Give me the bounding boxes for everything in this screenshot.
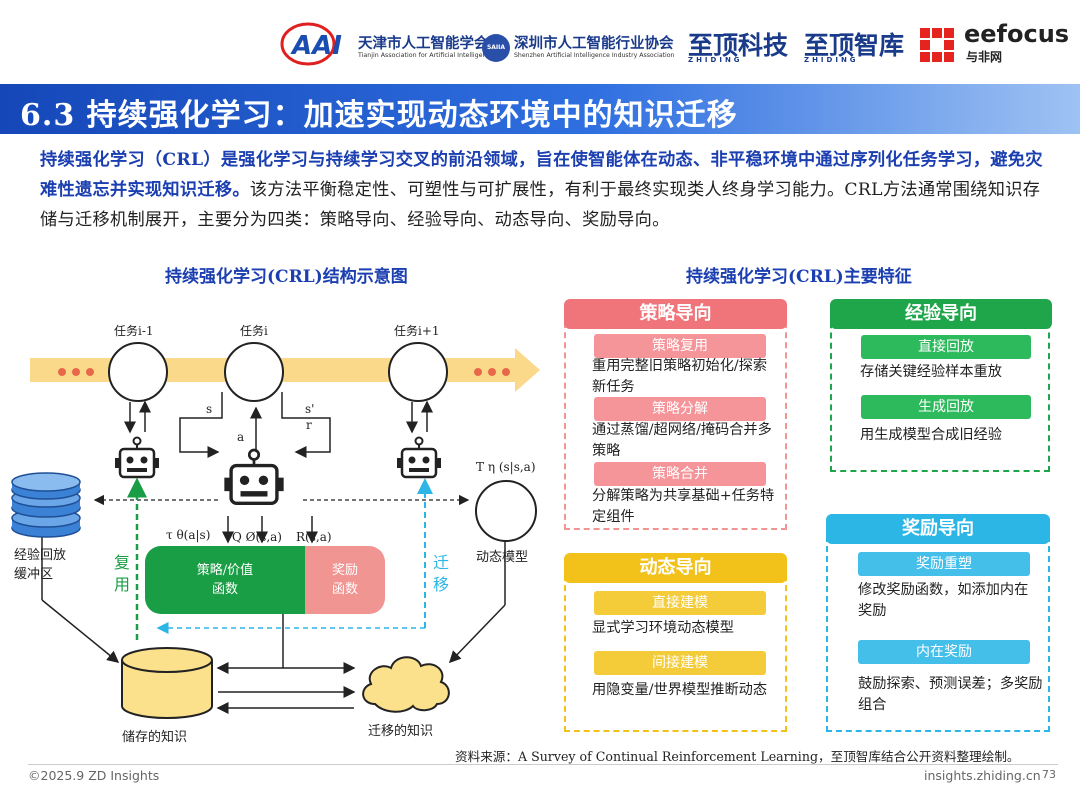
experience-tag-1: 直接回放: [861, 335, 1031, 359]
label-t-eta: T η (s|s,a): [476, 460, 536, 474]
reward-function: 奖励 函数: [305, 546, 385, 614]
intro-highlight: 持续强化学习（CRL）是强化学习与持续学习交叉的前沿领域，旨在使智能体在动态、非…: [40, 150, 1043, 200]
transfer-label: 迁 移: [433, 553, 450, 594]
footer-divider: [28, 764, 1058, 765]
reward-desc-1: 修改奖励函数，如添加内在奖励: [858, 582, 1029, 619]
stored-knowledge-icon: [118, 646, 216, 722]
svg-text:AAI: AAI: [290, 31, 342, 61]
policy-tag-2: 策略分解: [594, 397, 766, 421]
logo-zhiding-tech: 至顶科技: [688, 31, 789, 60]
policy-desc-2: 通过蒸馏/超网络/掩码合并多策略: [592, 422, 772, 459]
crl-diagram: 任务i-1 任务i 任务i+1 s s' r a 经验回放 缓冲区 T η (s…: [0, 290, 560, 745]
reward-tag-2: 内在奖励: [858, 640, 1030, 664]
reuse-label: 复 用: [114, 553, 131, 594]
policy-tag-3: 策略合并: [594, 462, 766, 486]
dynamics-desc-1: 显式学习环境动态模型: [592, 620, 734, 636]
task-next-label: 任务i+1: [394, 324, 440, 338]
policy-desc-1: 重用完整旧策略初始化/探索新任务: [592, 358, 768, 395]
title-bar: 6.3 持续强化学习：加速实现动态环境中的知识迁移: [0, 84, 1080, 134]
label-s: s: [206, 402, 213, 416]
intro-rest: 该方法平衡稳定性、可塑性与可扩展性，有利于最终实现类人终身学习能力。CRL方法通…: [40, 180, 1041, 230]
label-q: Q Ø(s,a): [232, 530, 282, 544]
intro-paragraph: 持续强化学习（CRL）是强化学习与持续学习交叉的前沿领域，旨在使智能体在动态、非…: [40, 145, 1050, 235]
robot-center-icon: [222, 448, 286, 510]
label-a: a: [237, 430, 245, 444]
task-current-label: 任务i: [240, 324, 268, 338]
label-s-prime: s': [305, 402, 315, 416]
reward-desc-2: 鼓励探索、预测误差；多奖励组合: [858, 676, 1043, 713]
policy-head: 策略导向: [564, 299, 787, 329]
task-next-circle: [388, 342, 448, 402]
dynamics-tag-1: 直接建模: [594, 591, 766, 615]
label-r-sa: R(s,a): [296, 530, 332, 544]
logo-eefocus: eefocus: [964, 20, 1070, 48]
logo-sz-sub: Shenzhen Artificial Intelligence Industr…: [514, 52, 675, 59]
transferred-knowledge-label: 迁移的知识: [368, 724, 434, 739]
caai-logo: AAI: [278, 20, 350, 68]
logo-tj-text: 天津市人工智能学会: [358, 36, 489, 52]
policy-tag-1: 策略复用: [594, 334, 766, 358]
dynamics-desc-2: 用隐变量/世界模型推断动态: [592, 682, 768, 698]
footer-copyright: ©2025.9 ZD Insights: [28, 768, 160, 783]
label-tau: τ θ(a|s): [166, 528, 211, 542]
dynamics-head: 动态导向: [564, 553, 787, 583]
dynamics-model-circle: [475, 480, 537, 542]
eefocus-icon: [918, 26, 956, 64]
logo-zhiding-think-sub: ZHIDING: [804, 56, 859, 64]
policy-desc-3: 分解策略为共享基础+任务特定组件: [592, 488, 775, 525]
experience-head: 经验导向: [830, 299, 1052, 329]
logo-eefocus-sub: 与非网: [966, 50, 1003, 64]
header-logos: AAI 天津市人工智能学会 Tianjin Association for Ar…: [278, 14, 1078, 74]
dynamics-model-label: 动态模型: [476, 550, 529, 565]
page-number: 73: [1042, 768, 1056, 781]
dynamics-tag-2: 间接建模: [594, 651, 766, 675]
task-prev-label: 任务i-1: [114, 324, 154, 338]
logo-sz-text: 深圳市人工智能行业协会: [514, 36, 674, 52]
policy-value-function: 策略/价值 函数: [145, 546, 305, 614]
transferred-knowledge-icon: [355, 646, 455, 716]
logo-zhiding-tech-sub: ZHIDING: [688, 56, 743, 64]
footer-url: insights.zhiding.cn: [924, 768, 1041, 783]
robot-right-icon: [396, 436, 442, 482]
timeline-arrow: [30, 348, 540, 392]
reward-head: 奖励导向: [826, 514, 1050, 544]
logo-tj-sub: Tianjin Association for Artificial Intel…: [358, 52, 494, 59]
task-prev-circle: [108, 342, 168, 402]
replay-buffer-label: 经验回放 缓冲区: [14, 548, 67, 582]
replay-buffer-icon: [6, 472, 86, 544]
task-current-circle: [224, 342, 284, 402]
reward-tag-1: 奖励重塑: [858, 552, 1030, 576]
logo-zhiding-think: 至顶智库: [804, 31, 905, 60]
features-title: 持续强化学习(CRL)主要特征: [686, 267, 912, 287]
experience-desc-1: 存储关键经验样本重放: [860, 364, 1002, 380]
robot-left-icon: [114, 436, 160, 482]
page-title: 6.3 持续强化学习：加速实现动态环境中的知识迁移: [20, 98, 738, 133]
experience-desc-2: 用生成模型合成旧经验: [860, 427, 1002, 443]
saiia-logo-icon: SAIIA: [482, 34, 510, 62]
diagram-title: 持续强化学习(CRL)结构示意图: [165, 267, 408, 287]
source-note: 资料来源：A Survey of Continual Reinforcement…: [455, 749, 1020, 764]
experience-tag-2: 生成回放: [861, 395, 1031, 419]
label-r: r: [306, 418, 312, 432]
stored-knowledge-label: 储存的知识: [122, 730, 188, 745]
